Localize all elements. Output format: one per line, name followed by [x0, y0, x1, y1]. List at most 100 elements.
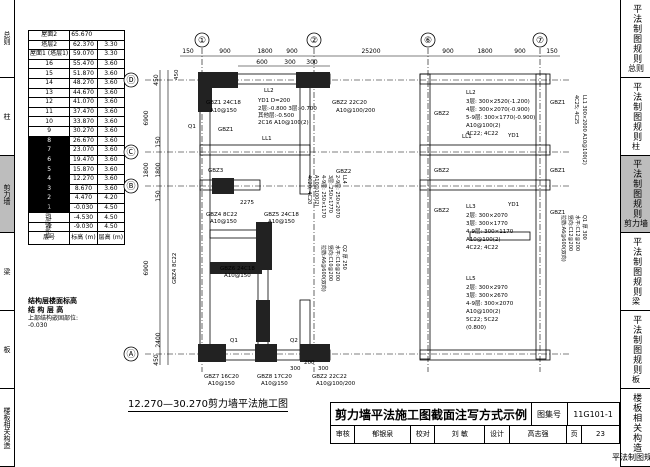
label-gbz3: GBZ3 [208, 168, 224, 174]
dim-top2-2: 300 [284, 59, 296, 66]
left-tab-1[interactable]: 柱 [0, 78, 14, 156]
label-gbz5b: A10@150 [268, 219, 295, 225]
label-ll1r2: 4C25; 4C25 [573, 95, 579, 124]
label-gbz6: GBZ6 24C18 [220, 266, 255, 272]
dim-top-2: 900 [219, 48, 231, 55]
left-tab-4[interactable]: 板 [0, 311, 14, 390]
dim-left-1: 450 [153, 74, 160, 86]
label-ll4e: A10@100(2) [313, 175, 319, 206]
label-ll1-right: LL1 [462, 134, 472, 140]
label-gbz1r1: GBZ1 [550, 100, 565, 106]
label-ll5r3: 4-9层: 300×2070 [466, 300, 514, 307]
label-gbz7: GBZ7 16C20 [204, 374, 239, 380]
label-q1r3: 竖向:C12@200 [567, 215, 574, 251]
label-gbz9: GBZ2 22C22 [312, 374, 347, 380]
label-ll2r3: 5-9层: 300×1770(-0.900) [466, 114, 535, 121]
label-ll1: LL1 [262, 136, 272, 142]
label-gbz2r3: GBZ2 [434, 208, 449, 214]
design-label: 设计 [485, 425, 510, 443]
axis-label-6: ⑥ [424, 36, 432, 46]
label-q2c: 水平:C10@200 [334, 245, 341, 281]
label-q1r2: 水平:C12@200 [574, 215, 581, 251]
label-gbz4-side: GBZ4 8C22 [172, 253, 178, 284]
label-q2d: 竖向:C10@200 [327, 245, 334, 281]
label-q2e: 拉筋:A6@600(双向) [320, 245, 327, 292]
axis-label-7: ⑦ [536, 36, 544, 46]
dim-top-3: 1800 [257, 48, 272, 55]
tab-heading: 平法制图规则 [631, 81, 642, 142]
tab-4[interactable]: 平法制图规则板 [621, 311, 650, 390]
label-ll2r1: 3层: 300×2520(-1.200) [466, 98, 530, 105]
atlas-number-label: 图集号 [531, 403, 568, 426]
label-ll5r5: 5C22; 5C22 [466, 317, 498, 323]
label-ll1r: LL1 300×2000 A10@100(2) [581, 95, 587, 165]
tab-5[interactable]: 楼板相关构造平法制图规则 [612, 389, 650, 467]
label-yd1c: 其他层:-0.500 [258, 111, 295, 119]
label-ll4b: 2-9层: 250×2070 [334, 175, 340, 218]
level-footer-cell: 标高 (m) [69, 231, 98, 246]
note-text: 上部结构嵌固部位: [28, 314, 79, 322]
label-gbz2r2: GBZ2 [434, 168, 449, 174]
label-ll5r2: 3层: 300×2670 [466, 292, 508, 299]
label-ll5r4: A10@100(2) [466, 309, 501, 315]
label-gbz1: GBZ1 24C18 [206, 100, 241, 106]
tab-3[interactable]: 平法制图规则梁 [621, 234, 650, 312]
tab-2[interactable]: 平法制图规则剪力墙 [621, 155, 650, 234]
label-gbz8b: A10@150 [261, 381, 288, 387]
label-ll3r2: 3层: 300×1770 [466, 220, 508, 227]
label-q2b: Q2 厚 250 [341, 245, 347, 270]
axis-label-2: ② [310, 36, 318, 46]
dim-top-7: 1800 [477, 48, 492, 55]
label-gbz4: GBZ4 8C22 [206, 212, 237, 218]
label-dim300c: 300 [318, 366, 329, 372]
title-block: 剪力墙平法施工图截面注写方式示例 图集号 11G101-1 审核 郁银泉 校对 … [330, 402, 620, 444]
axis-label-b: Ⓑ [126, 181, 135, 192]
label-gbz1-c: GBZ1 [218, 127, 233, 133]
audit-label: 审核 [331, 425, 356, 443]
label-gbz2-c: GBZ2 [336, 169, 351, 175]
axis-label-a: Ⓐ [126, 349, 135, 360]
label-yd1r: YD1 [507, 133, 519, 139]
tab-heading: 楼板相关构造 [631, 392, 642, 453]
label-dim450: 450 [174, 69, 180, 80]
left-tab-2[interactable]: 剪力墙 [0, 155, 14, 234]
boundary-elements [198, 72, 330, 362]
left-tab-0[interactable]: 总则 [0, 0, 14, 78]
tab-0[interactable]: 平法制图规则总则 [621, 0, 650, 78]
dim-top-4: 900 [286, 48, 298, 55]
label-ll3r5: 4C22; 4C22 [466, 245, 498, 251]
label-dim2275: 2275 [240, 200, 254, 206]
drawing-title: 剪力墙平法施工图截面注写方式示例 [331, 403, 532, 426]
tab-heading: 平法制图规则 [631, 159, 642, 220]
tab-subheading: 剪力墙 [624, 219, 648, 229]
label-ll2r2: 4层: 300×2070(-0.900) [466, 106, 530, 113]
level-footer-cell: 层高 (m) [96, 231, 126, 246]
dim-left2-4: 2400 [155, 332, 162, 347]
label-ll5r1: 2层: 300×2970 [466, 284, 508, 291]
left-tab-5[interactable]: 楼板相关构造 [0, 389, 14, 467]
label-yd1r2: YD1 [507, 202, 519, 208]
tab-1[interactable]: 平法制图规则柱 [621, 78, 650, 156]
label-dim200: 200 [304, 360, 315, 366]
left-tab-3[interactable]: 梁 [0, 234, 14, 312]
tab-subheading: 总则 [628, 63, 644, 73]
label-ll2r4: A10@100(2) [466, 123, 501, 129]
designer-name: 高志强 [510, 425, 568, 443]
tab-subheading: 平法制图规则 [612, 452, 650, 462]
atlas-number-value: 11G101-1 [567, 403, 619, 426]
label-ll3r1: 2层: 300×2070 [466, 212, 508, 219]
label-gbz9b: A10@100/200 [316, 381, 356, 387]
page-number: 23 [596, 430, 605, 438]
label-gbz4b: A10@150 [210, 219, 237, 225]
dim-top-9: 150 [546, 48, 558, 55]
note-title: 结构层楼面标高 [28, 297, 77, 305]
page-label: 页 [567, 425, 582, 443]
note-value: -0.030 [28, 322, 48, 329]
note-sub: 结 构 层 高 [28, 305, 64, 314]
label-gbz7b: A10@150 [208, 381, 235, 387]
dim-top-5: 25200 [361, 48, 380, 55]
